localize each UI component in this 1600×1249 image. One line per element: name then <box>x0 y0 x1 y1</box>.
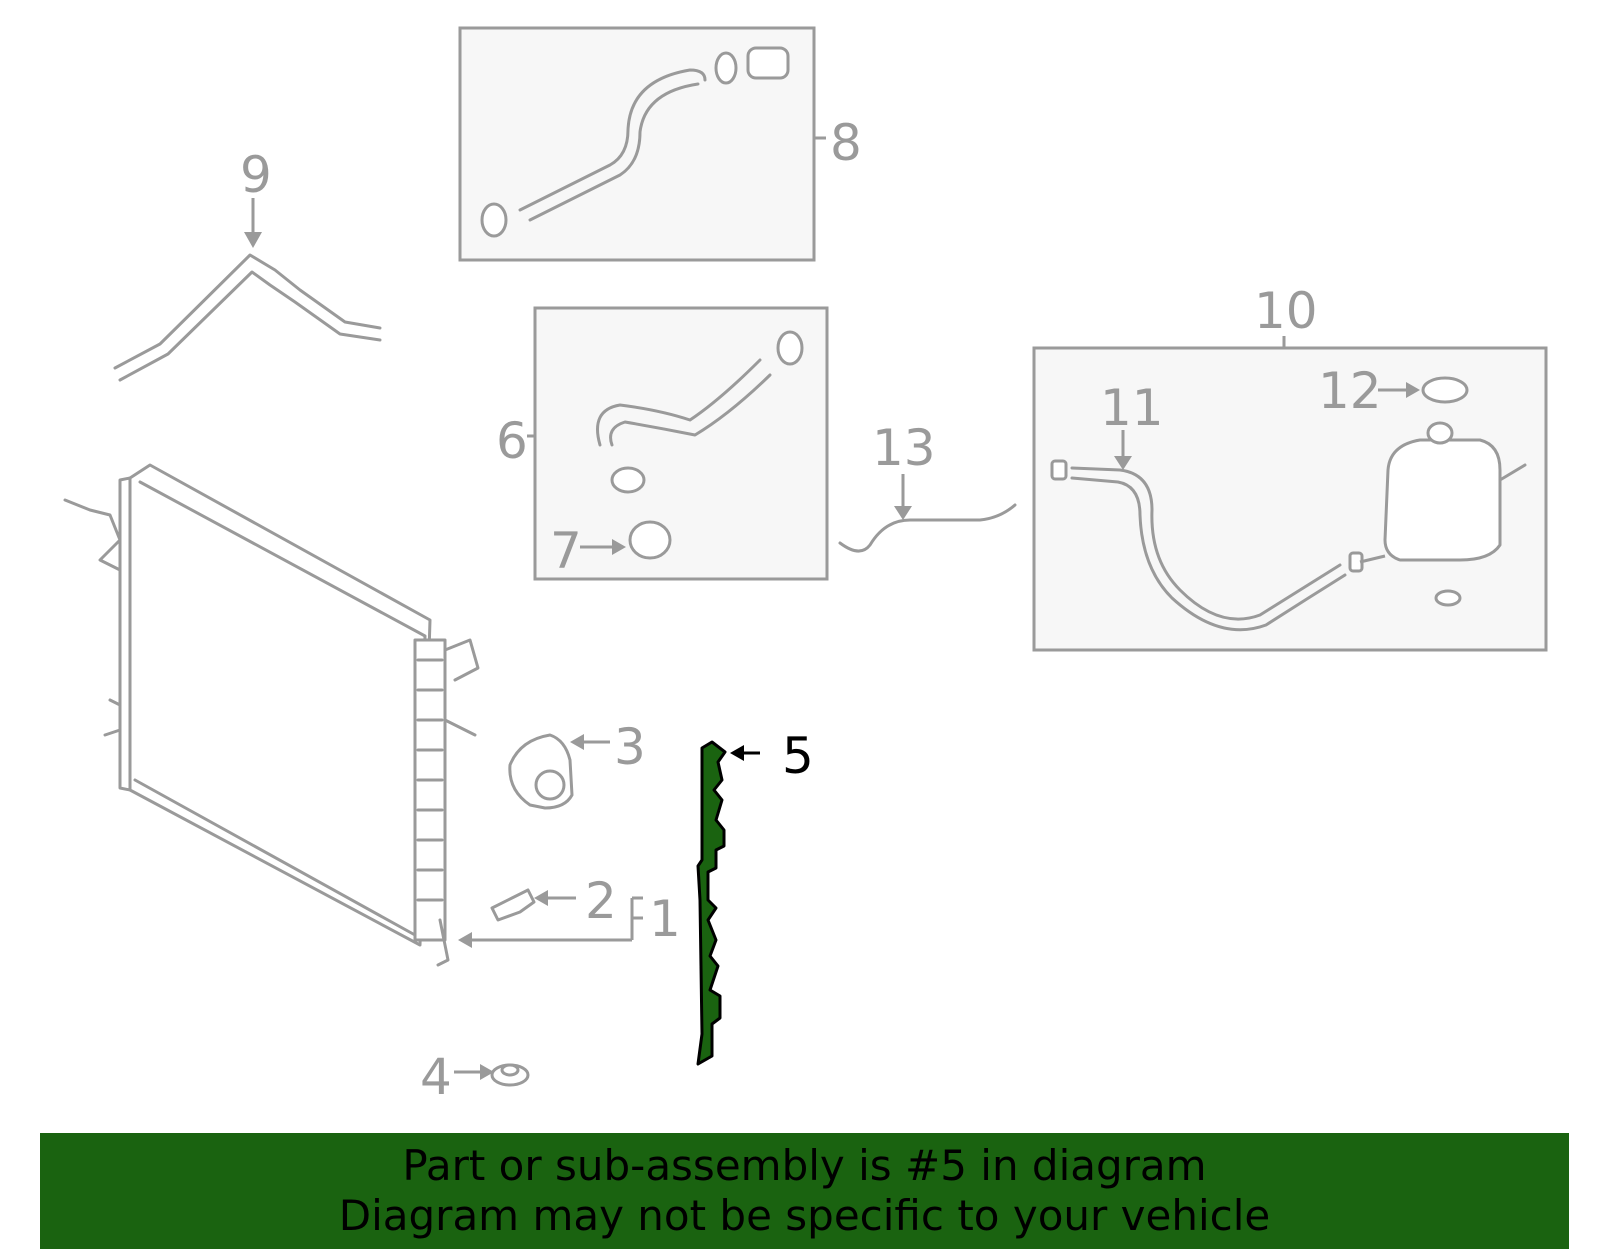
part-5-side-seal-highlighted[interactable]: 5 <box>696 727 814 1066</box>
part-8-upper-hose-kit[interactable]: 8 <box>458 26 862 262</box>
callout-9: 9 <box>240 146 272 204</box>
callout-7: 7 <box>550 522 582 580</box>
callout-12: 12 <box>1318 362 1382 420</box>
part-1-radiator[interactable]: 1 <box>63 463 681 967</box>
part-6-lower-hose-kit[interactable]: 6 7 <box>496 306 829 581</box>
callout-5: 5 <box>782 727 814 785</box>
banner-line-1: Part or sub-assembly is #5 in diagram <box>402 1141 1207 1190</box>
callout-11: 11 <box>1100 379 1164 437</box>
callout-10: 10 <box>1254 282 1318 340</box>
callout-8: 8 <box>830 114 862 172</box>
callout-1: 1 <box>649 890 681 948</box>
callout-4: 4 <box>420 1048 452 1106</box>
callout-3: 3 <box>614 718 646 776</box>
part-9-bypass-hose[interactable]: 9 <box>113 146 382 382</box>
part-4-grommet[interactable]: 4 <box>420 1048 530 1106</box>
callout-6: 6 <box>496 412 528 470</box>
part-3-bracket[interactable]: 3 <box>508 718 646 810</box>
banner-line-2: Diagram may not be specific to your vehi… <box>338 1191 1271 1240</box>
callout-2: 2 <box>585 872 617 930</box>
part-10-reservoir-assembly[interactable]: 10 11 12 <box>1032 282 1548 652</box>
info-banner: Part or sub-assembly is #5 in diagram Di… <box>40 1133 1569 1249</box>
callout-13: 13 <box>872 419 936 477</box>
part-13-overflow-hose[interactable]: 13 <box>838 419 1017 553</box>
part-2-drain-plug[interactable]: 2 <box>490 872 617 930</box>
